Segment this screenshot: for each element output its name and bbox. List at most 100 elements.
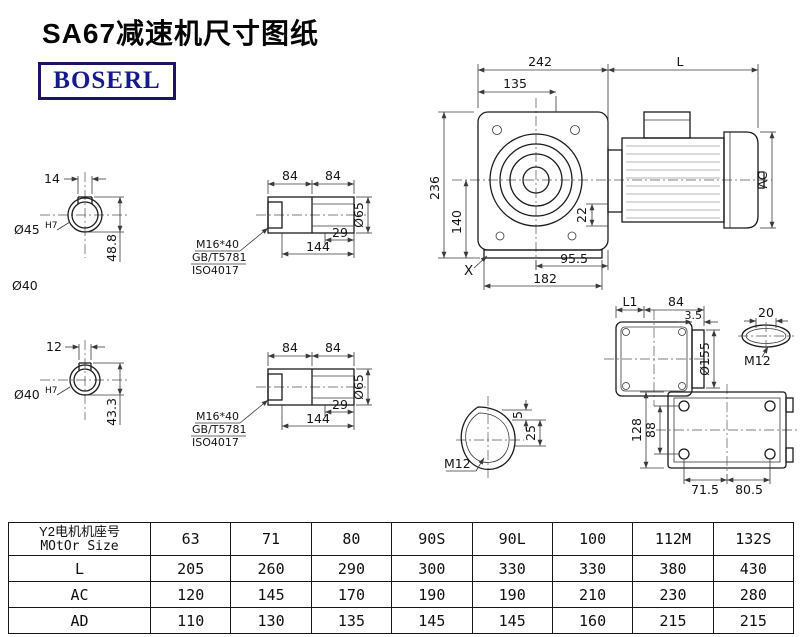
dim-25: 25 [523,425,538,441]
torque-arm-boss [460,406,516,471]
table-cell: 110 [149,607,232,634]
view-detail-x: 5 25 M12 [444,396,546,478]
motor-size-label-en: MOtOr Size [40,539,119,554]
dim-bore-length: 29 [332,225,348,240]
dim-L1: L1 [623,294,638,309]
dim-5: 5 [510,411,525,419]
view-shaft-end-45: 14 Ø45 H7 48.8 [14,171,130,262]
note-standard-iso: ISO4017 [192,264,239,277]
table-cell: 215 [632,607,714,634]
row-label: AC [8,581,151,608]
dim-shaft-dia: Ø65 [351,374,366,400]
table-row-L: L 205 260 290 300 330 330 380 430 [8,555,795,582]
table-cell: 260 [230,555,312,582]
note-standard-iso: ISO4017 [192,436,239,449]
note-bolt: M16*40 [196,410,239,423]
terminal-box [643,111,691,139]
brand-logo: BOSERL [38,62,176,100]
dim-motor-dia-AC: AC [755,171,770,188]
view-shaft-detail-2: 84 84 29 144 Ø65 M16*40 GB/T5781 ISO4017 [191,340,372,449]
label-hollow-shaft-dia: Ø40 [12,278,38,293]
brand-logo-text: BOSERL [53,67,161,94]
dim-axis-to-base: 140 [449,210,464,234]
dim-motor-length-L: L [677,54,684,69]
note-standard-gb: GB/T5781 [192,251,247,264]
shaft-outer-circle [69,364,101,396]
dim-segment-b: 84 [325,340,341,355]
fan-cowl [723,131,759,229]
dim-slot-width: 20 [758,305,774,320]
dim-shaft-dia: Ø65 [351,202,366,228]
dim-bore-length: 29 [332,397,348,412]
view-main: 242 135 L 236 140 22 AC 95.5 182 X [427,54,776,290]
table-cell: 145 [230,581,312,608]
detail-reference-X: X [464,263,473,279]
dim-flange-distance: 135 [503,76,527,91]
frame-size-col: 63 [149,522,232,556]
view-side: L1 84 3.5 Ø155 20 M12 [604,294,794,406]
row-label: AD [8,607,151,634]
motor-size-label-cn: Y2电机机座号 [39,524,120,539]
table-header-row: Y2电机机座号 MOtOr Size 63 71 80 90S 90L 100 … [8,522,795,556]
dim-segment-b: 84 [325,168,341,183]
note-bolt: M16*40 [196,238,239,251]
dim-overall-height: 236 [427,176,442,200]
table-cell: 190 [391,581,473,608]
dim-total-length: 144 [306,411,330,426]
table-cell: 135 [310,607,393,634]
dim-shoulder-22: 22 [574,207,589,223]
dimension-table: Y2电机机座号 MOtOr Size 63 71 80 90S 90L 100 … [8,522,795,634]
frame-size-col: 71 [230,522,312,556]
table-cell: 190 [471,581,553,608]
dim-base-width: 182 [533,271,557,286]
table-cell: 300 [391,555,473,582]
dim-segment-a: 84 [282,340,298,355]
dim-128: 128 [629,418,644,442]
frame-size-col: 112M [632,522,714,556]
dim-flange-dia: Ø155 [697,342,712,376]
dim-keyway-width: 12 [46,339,62,354]
table-cell: 290 [310,555,393,582]
table-cell: 205 [149,555,232,582]
dim-84: 84 [668,294,684,309]
frame-size-col: 90S [391,522,473,556]
table-row-AD: AD 110 130 135 145 145 160 215 215 [8,607,795,634]
row-label: L [8,555,151,582]
dim-segment-a: 84 [282,168,298,183]
label-shaft-dia-tolerance: H7 [45,221,58,231]
table-row-AC: AC 120 145 170 190 190 210 230 280 [8,581,795,608]
table-cell: 160 [551,607,634,634]
table-cell: 210 [551,581,634,608]
table-cell: 145 [391,607,473,634]
mounting-base [483,249,603,259]
input-flange [691,329,705,389]
table-cell: 430 [712,555,795,582]
frame-size-col: 132S [712,522,795,556]
view-bottom: 128 88 71.5 80.5 [629,384,798,497]
dim-keyway-depth: 48.8 [104,234,119,262]
dim-71-5: 71.5 [691,482,719,497]
dim-flange-thickness: 3.5 [685,309,703,322]
table-cell: 280 [712,581,795,608]
frame-size-col: 100 [551,522,634,556]
view-shaft-end-40: 12 Ø40 H7 43.3 [14,339,130,426]
dim-88: 88 [643,422,658,438]
technical-drawing: 14 Ø45 H7 48.8 Ø40 12 Ø40 H7 43.3 [12,54,798,497]
label-thread-m12: M12 [444,456,471,471]
table-cell: 170 [310,581,393,608]
dim-base-offset: 95.5 [560,251,588,266]
shaft-outer-circle [67,197,103,233]
table-cell: 130 [230,607,312,634]
dim-80-5: 80.5 [735,482,763,497]
frame-size-col: 80 [310,522,393,556]
table-cell: 330 [551,555,634,582]
label-shaft-dia-tolerance: H7 [45,386,58,396]
table-cell: 380 [632,555,714,582]
label-shaft-dia: Ø40 [14,387,40,402]
table-cell: 145 [471,607,553,634]
dim-keyway-depth: 43.3 [104,398,119,426]
gearbox-housing [477,111,609,251]
frame-size-col: 90L [471,522,553,556]
base-plate [667,391,787,469]
motor-flange [607,149,623,213]
